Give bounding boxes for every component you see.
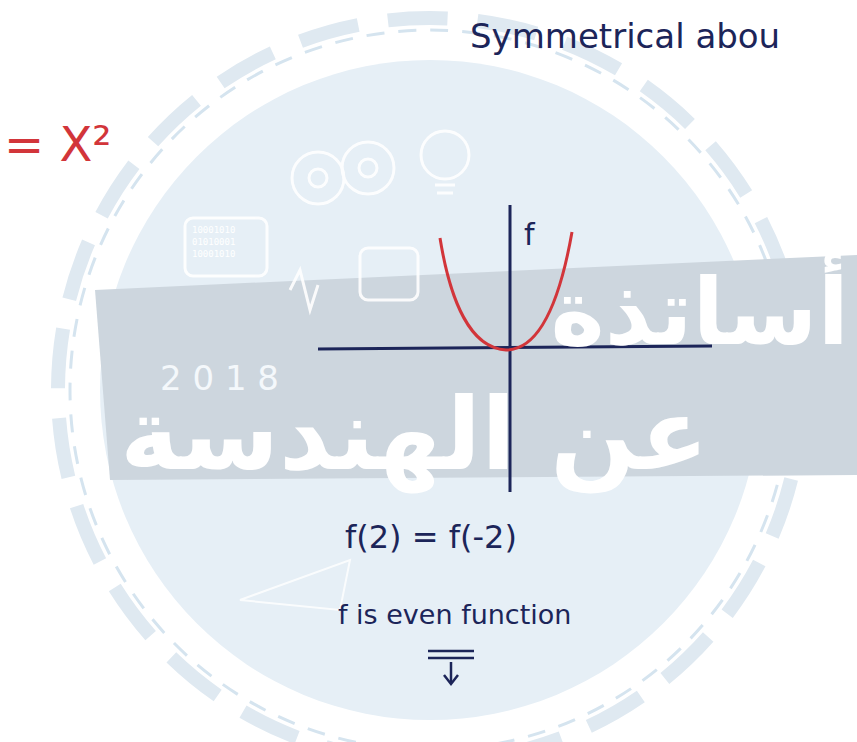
function-name: f <box>524 218 535 251</box>
watermark-binary: 01010001 <box>192 238 235 248</box>
watermark-binary: 10001010 <box>192 226 235 236</box>
underline-arrow <box>428 651 474 684</box>
watermark-binary: 10001010 <box>192 250 235 260</box>
watermark-year: 2 0 1 8 <box>160 360 279 397</box>
function-definition: = X² <box>4 118 112 171</box>
equation: f(2) = f(-2) <box>345 520 517 555</box>
watermark-disc <box>100 60 760 720</box>
watermark-ring <box>70 30 790 742</box>
watermark-text: أساتذة <box>550 262 849 363</box>
conclusion-text: f is even function <box>338 600 571 630</box>
gear-icons <box>185 131 469 310</box>
watermark-ring <box>58 18 802 742</box>
note-text: Symmetrical abou <box>470 18 780 55</box>
triangle-sketch <box>240 560 350 610</box>
